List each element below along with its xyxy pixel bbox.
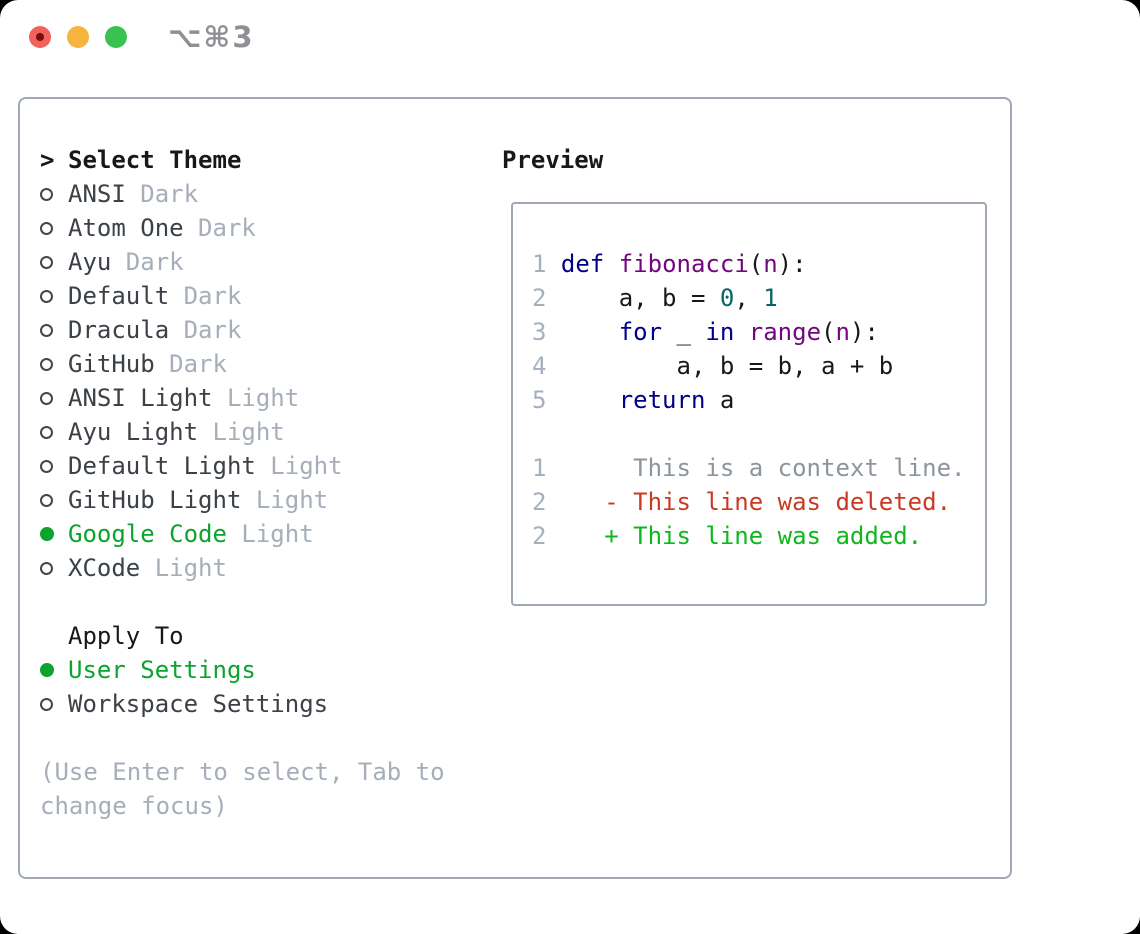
theme-variant: Dark: [111, 248, 184, 276]
diff-line-deleted: 2 - This line was deleted.: [532, 488, 952, 516]
theme-option-ayu-light[interactable]: Ayu Light Light: [40, 415, 492, 449]
theme-variant: Light: [140, 554, 227, 582]
code-line: 5 return a: [532, 386, 735, 414]
code-line: 3 for _ in range(n):: [532, 318, 879, 346]
radio-icon: [40, 561, 53, 575]
theme-option-ansi[interactable]: ANSI Dark: [40, 177, 492, 211]
blank-line: [532, 417, 985, 451]
spacer: [40, 721, 492, 755]
radio-icon: [40, 493, 53, 507]
radio-icon: [40, 425, 53, 439]
apply-option-user-settings[interactable]: User Settings: [40, 653, 492, 687]
theme-option-default[interactable]: Default Dark: [40, 279, 492, 313]
preview-title: Preview: [502, 146, 604, 174]
spacer: [40, 585, 492, 619]
theme-option-atom-one[interactable]: Atom One Dark: [40, 211, 492, 245]
preview-box: 1 def fibonacci(n): 2 a, b = 0, 1 3 for _ …: [511, 202, 987, 606]
theme-variant: Dark: [154, 350, 227, 378]
code-line: 2 a, b = 0, 1: [532, 284, 778, 312]
select-theme-header: > Select Theme: [40, 143, 492, 177]
radio-icon: [40, 187, 53, 201]
code-preview: 1 def fibonacci(n): 2 a, b = 0, 1 3 for _ …: [513, 204, 985, 553]
zoom-button[interactable]: [105, 26, 127, 48]
theme-option-ansi-light[interactable]: ANSI Light Light: [40, 381, 492, 415]
unsaved-changes-dot-icon: [36, 33, 44, 41]
theme-name: Google Code: [68, 520, 227, 548]
minimize-button[interactable]: [67, 26, 89, 48]
window-shortcut-label: ⌥⌘3: [168, 20, 255, 54]
radio-icon: [40, 255, 53, 269]
theme-variant: Light: [241, 486, 329, 514]
diff-line-context: 1 This is a context line.: [532, 454, 966, 482]
theme-variant: Dark: [169, 316, 242, 344]
radio-icon: [40, 323, 53, 337]
theme-variant: Light: [212, 384, 300, 412]
code-line: 1 def fibonacci(n):: [532, 250, 807, 278]
theme-option-dracula[interactable]: Dracula Dark: [40, 313, 492, 347]
radio-icon: [40, 697, 53, 711]
theme-name: XCode: [68, 554, 141, 582]
theme-variant: Light: [255, 452, 343, 480]
theme-option-xcode[interactable]: XCode Light: [40, 551, 492, 585]
diff-line-added: 2 + This line was added.: [532, 522, 923, 550]
theme-name: Ayu: [68, 248, 112, 276]
theme-option-github[interactable]: GitHub Dark: [40, 347, 492, 381]
selected-radio-icon: [40, 663, 54, 677]
theme-option-ayu[interactable]: Ayu Dark: [40, 245, 492, 279]
apply-option-label: Workspace Settings: [68, 690, 329, 718]
theme-variant: Light: [198, 418, 285, 446]
theme-name: Default: [68, 282, 170, 310]
titlebar: ⌥⌘3: [0, 0, 1140, 72]
theme-name: ANSI: [68, 180, 126, 208]
radio-icon: [40, 289, 53, 303]
theme-name: Atom One: [68, 214, 184, 242]
apply-to-title: Apply To: [68, 622, 184, 650]
theme-variant: Dark: [125, 180, 199, 208]
apply-option-label: User Settings: [68, 656, 256, 684]
theme-name: GitHub: [68, 350, 155, 378]
theme-name: ANSI Light: [68, 384, 213, 412]
theme-name: GitHub Light: [68, 486, 242, 514]
cursor-icon: >: [40, 146, 55, 174]
theme-name: Ayu Light: [68, 418, 199, 446]
theme-option-google-code[interactable]: Google Code Light: [40, 517, 492, 551]
apply-option-workspace-settings[interactable]: Workspace Settings: [40, 687, 492, 721]
radio-icon: [40, 391, 53, 405]
theme-name: Default Light: [68, 452, 256, 480]
close-button[interactable]: [29, 26, 51, 48]
help-text: (Use Enter to select, Tab to change focu…: [40, 758, 445, 820]
radio-icon: [40, 357, 53, 371]
selected-radio-icon: [40, 527, 54, 541]
section-title: Select Theme: [68, 146, 242, 174]
theme-option-github-light[interactable]: GitHub Light Light: [40, 483, 492, 517]
theme-option-default-light[interactable]: Default Light Light: [40, 449, 492, 483]
theme-variant: Dark: [183, 214, 256, 242]
theme-name: Dracula: [68, 316, 170, 344]
radio-icon: [40, 459, 53, 473]
theme-variant: Light: [226, 520, 314, 548]
code-line: 4 a, b = b, a + b: [532, 352, 894, 380]
apply-to-header: Apply To: [40, 619, 492, 653]
theme-variant: Dark: [169, 282, 242, 310]
radio-icon: [40, 221, 53, 235]
